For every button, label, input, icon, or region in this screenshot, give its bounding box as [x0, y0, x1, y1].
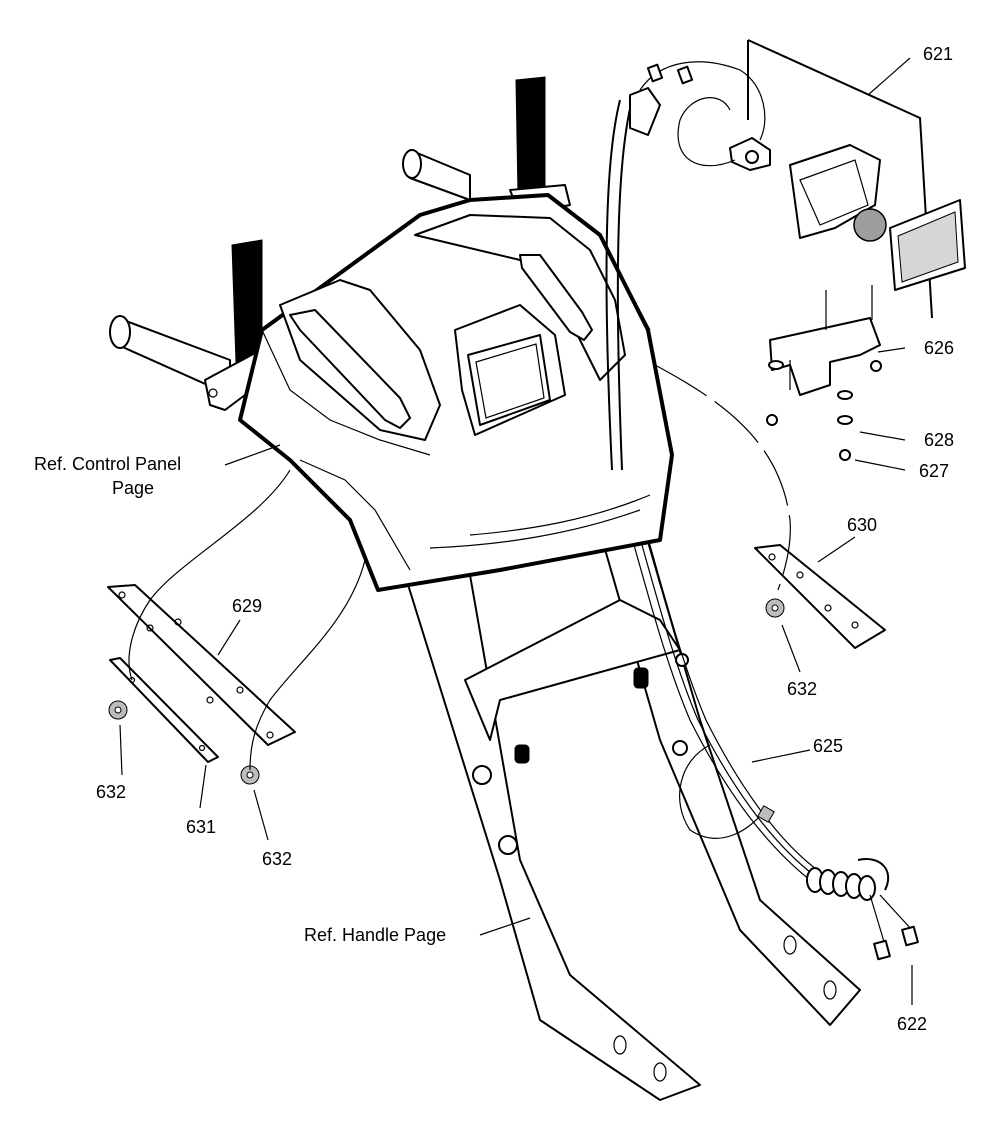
- push-nut: [240, 765, 260, 785]
- leader-lines: [119, 347, 913, 1005]
- callout-629: 629: [232, 596, 262, 616]
- light-assembly: [605, 39, 966, 471]
- callout-632-left: 632: [96, 782, 126, 802]
- callout-631: 631: [186, 817, 216, 837]
- ref-control-panel-label-page: Page: [112, 478, 154, 498]
- mounting-plates: [107, 544, 886, 785]
- callout-628: 628: [924, 430, 954, 450]
- assembly-lines: [128, 364, 791, 771]
- callout-labels: 621 626 628 627 630 632 625 622 629 632 …: [34, 44, 954, 1034]
- callout-627: 627: [919, 461, 949, 481]
- push-nut: [108, 700, 128, 720]
- callout-632-right: 632: [787, 679, 817, 699]
- callout-626: 626: [924, 338, 954, 358]
- ref-handle-page-label: Ref. Handle Page: [304, 925, 446, 945]
- callout-625: 625: [813, 736, 843, 756]
- callout-621: 621: [923, 44, 953, 64]
- coiled-harness: [806, 858, 919, 961]
- callout-622: 622: [897, 1014, 927, 1034]
- control-panel: [109, 76, 674, 592]
- handle-assembly: [404, 469, 919, 1101]
- callout-630: 630: [847, 515, 877, 535]
- push-nut: [765, 598, 785, 618]
- callout-632-mid: 632: [262, 849, 292, 869]
- ref-control-panel-label: Ref. Control Panel: [34, 454, 181, 474]
